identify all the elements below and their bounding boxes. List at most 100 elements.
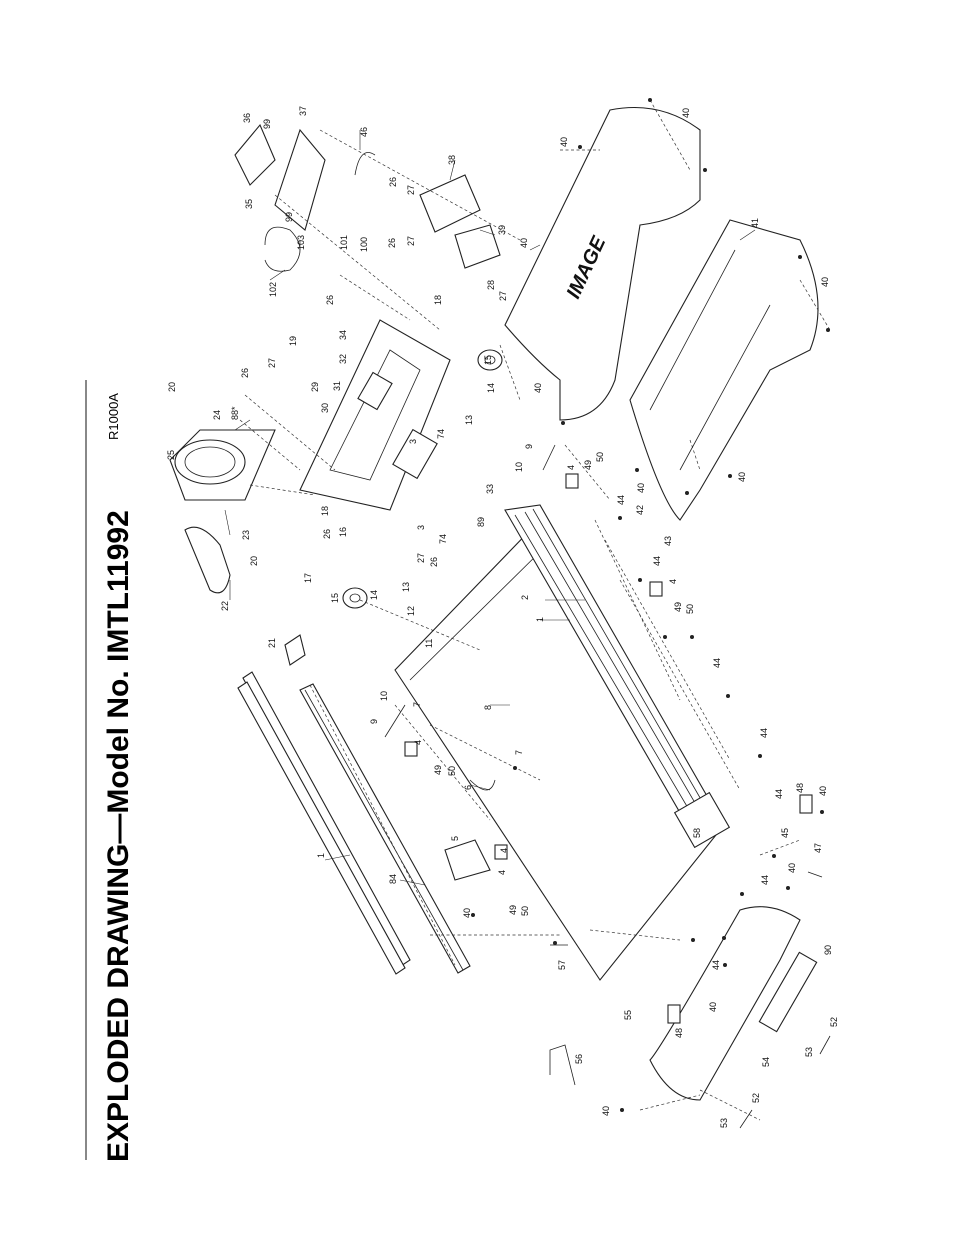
wire-harness — [354, 152, 376, 176]
part-label: 27 — [267, 358, 277, 368]
part-label: 103 — [296, 235, 306, 250]
part-label: 40 — [636, 483, 646, 493]
treadmill-exploded-view: IMAGE — [169, 98, 831, 1129]
part-label: 4 — [499, 848, 509, 853]
part-label: 12 — [406, 606, 416, 616]
part-label: 37 — [298, 106, 308, 116]
motor-hood: IMAGE — [504, 107, 701, 421]
part-label: 18 — [433, 295, 443, 305]
part-label: 1 — [535, 617, 545, 622]
part-label: 40 — [533, 383, 543, 393]
part-label: 7 — [412, 702, 422, 707]
part-label: 19 — [288, 336, 298, 346]
drive-belt — [184, 526, 231, 594]
uprights-bracket — [299, 319, 451, 511]
part-label: 7 — [514, 750, 524, 755]
part-label: 21 — [267, 638, 277, 648]
part-label: 50 — [447, 766, 457, 776]
part-label: 26 — [322, 529, 332, 539]
part-label: 1 — [316, 853, 326, 858]
part-label: 53 — [804, 1047, 814, 1057]
choke-assembly — [234, 123, 326, 231]
hood-base — [629, 219, 819, 521]
part-label: 54 — [761, 1057, 771, 1067]
part-label: 53 — [719, 1118, 729, 1128]
part-label: 102 — [268, 282, 278, 297]
part-label: 30 — [320, 403, 330, 413]
part-label: 2 — [520, 595, 530, 600]
controller-box — [419, 174, 501, 269]
part-label: 44 — [712, 658, 722, 668]
part-label: 40 — [708, 1002, 718, 1012]
page-title: EXPLODED DRAWING—Model No. IMTL11992 — [102, 510, 135, 1162]
part-label: 28 — [486, 280, 496, 290]
part-label: 24 — [212, 410, 222, 420]
part-label: 50 — [685, 604, 695, 614]
part-label: 40 — [601, 1106, 611, 1116]
part-label: 84 — [388, 874, 398, 884]
part-label: 4 — [668, 579, 678, 584]
part-label: 90 — [823, 945, 833, 955]
part-label: 42 — [635, 505, 645, 515]
part-label: 23 — [241, 530, 251, 540]
part-label: 44 — [760, 875, 770, 885]
part-label: 88* — [230, 406, 240, 420]
part-label: 20 — [249, 556, 259, 566]
part-label: 44 — [711, 960, 721, 970]
fasteners — [471, 98, 830, 1112]
part-label: 22 — [220, 601, 230, 611]
part-label: 32 — [338, 354, 348, 364]
part-label: 40 — [737, 472, 747, 482]
part-label: 36 — [242, 113, 252, 123]
leveling-feet — [404, 473, 663, 860]
part-label: 55 — [623, 1010, 633, 1020]
part-label: 26 — [429, 557, 439, 567]
part-label: 46 — [359, 127, 369, 137]
part-label: 40 — [559, 137, 569, 147]
part-label: 11 — [424, 639, 434, 648]
part-label: 101 — [339, 235, 349, 250]
part-label: 57 — [557, 960, 567, 970]
part-label: 47 — [813, 843, 823, 853]
part-label: 10 — [514, 462, 524, 472]
part-label: 49 — [508, 905, 518, 915]
part-label: 27 — [416, 553, 426, 563]
callout-leaders — [224, 130, 756, 886]
part-label: 26 — [387, 238, 397, 248]
part-label: 49 — [433, 765, 443, 775]
part-label: 50 — [520, 906, 530, 916]
part-labels: 1 1 2 3 3 4 4 4 4 4 5 6 7 7 8 9 9 10 10 … — [166, 106, 839, 1128]
part-label: 9 — [369, 719, 379, 724]
part-label: 26 — [388, 177, 398, 187]
part-label: 44 — [616, 495, 626, 505]
part-label: 4 — [566, 465, 576, 470]
part-label: 74 — [436, 429, 446, 439]
part-label: 10 — [379, 691, 389, 701]
part-label: 48 — [795, 783, 805, 793]
part-label: 15 — [330, 593, 340, 603]
part-label: 13 — [401, 582, 411, 592]
part-label: 14 — [486, 383, 496, 393]
part-label: 50 — [595, 452, 605, 462]
drive-motor — [169, 429, 276, 501]
part-label: 27 — [406, 185, 416, 195]
bracket-5 — [444, 839, 491, 881]
part-label: 44 — [759, 728, 769, 738]
part-label: 48 — [674, 1028, 684, 1038]
part-label: 38 — [447, 155, 457, 165]
part-label: 56 — [574, 1054, 584, 1064]
part-label: 99 — [262, 119, 272, 129]
part-label: 4 — [413, 740, 423, 745]
roller-wheel-left — [342, 587, 368, 609]
part-label: 17 — [303, 573, 313, 583]
part-label: 13 — [464, 415, 474, 425]
part-label: 41 — [750, 218, 760, 228]
part-label: 40 — [681, 108, 691, 118]
part-label: 26 — [240, 368, 250, 378]
rear-endcap — [649, 906, 818, 1101]
part-label: 31 — [332, 381, 342, 391]
part-label: 58 — [692, 828, 702, 838]
part-label: 27 — [406, 236, 416, 246]
part-label: 8 — [483, 705, 493, 710]
